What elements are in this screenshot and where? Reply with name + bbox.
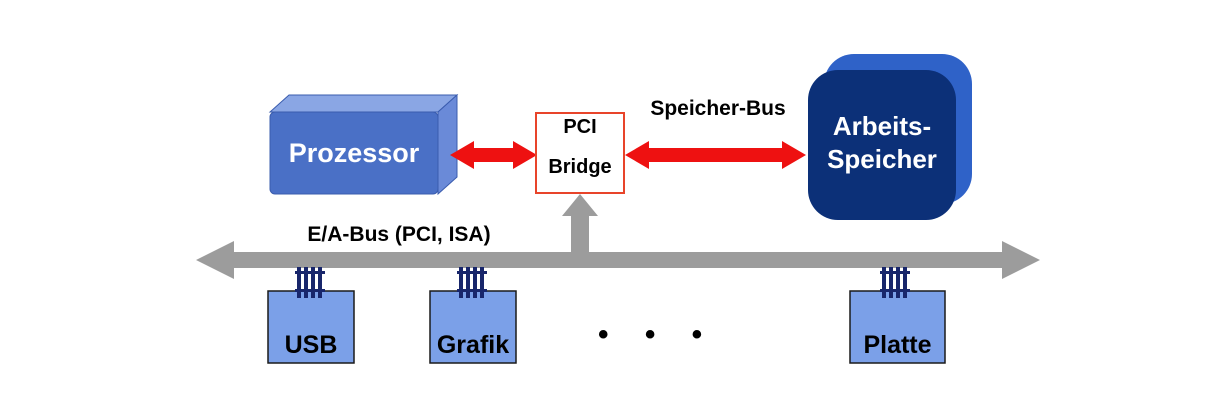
bridge-memory-arrow [625, 141, 806, 169]
processor-box-top-face [268, 94, 459, 113]
memory-box-front [808, 70, 956, 220]
memory-label-line2: Speicher [827, 144, 937, 174]
platte-box [849, 290, 946, 364]
processor-label: Prozessor [288, 138, 420, 168]
io-bus-label: E/A-Bus (PCI, ISA) [307, 223, 491, 246]
bridge-bus-connector-arrow [562, 194, 598, 262]
grafik-connector-pins [457, 267, 487, 298]
processor-box-front-face [269, 111, 439, 195]
processor-box-side-face [437, 93, 458, 196]
pci-bridge-box [535, 112, 625, 194]
more-devices-ellipsis: • • • [598, 318, 717, 351]
memory-label-line1: Arbeits- [832, 111, 932, 141]
usb-box [267, 290, 355, 364]
platte-connector-pins [880, 267, 910, 298]
pci-bridge-label-line1: PCI [563, 116, 597, 138]
io-bus-arrow [196, 241, 1040, 279]
usb-connector-pins [295, 267, 325, 298]
grafik-box [429, 290, 517, 364]
grafik-label: Grafik [436, 331, 510, 359]
memory-bus-label: Speicher-Bus [650, 97, 786, 120]
platte-label: Platte [863, 331, 932, 359]
pci-bridge-label-line2: Bridge [548, 156, 612, 178]
usb-label: USB [284, 331, 338, 359]
processor-bridge-arrow [450, 141, 537, 169]
